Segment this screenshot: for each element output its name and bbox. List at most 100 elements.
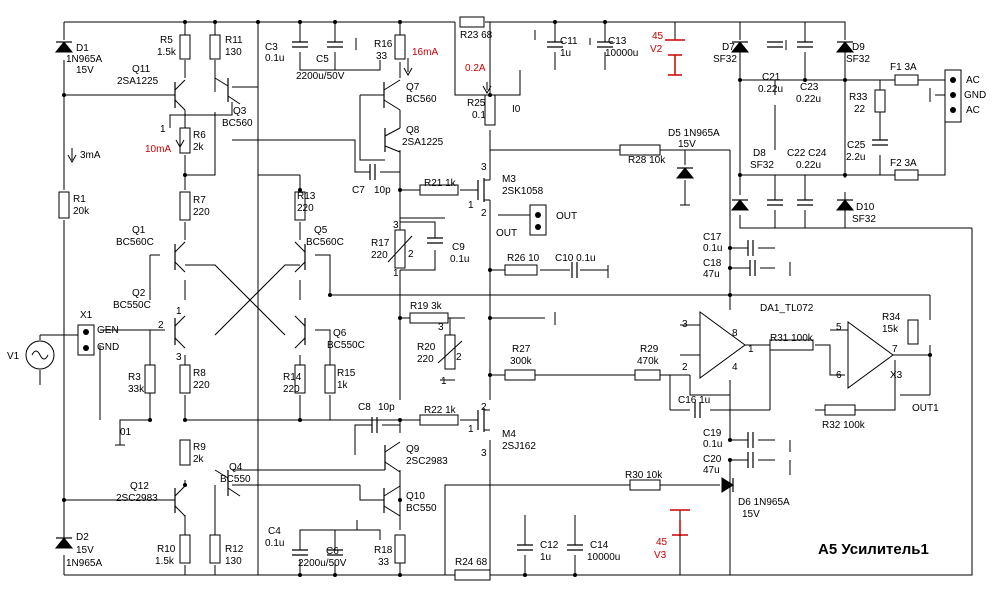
label-ac1: AC [966, 75, 980, 86]
pin-label: 1 [468, 424, 474, 435]
label-c8: C8 [358, 402, 371, 413]
label-r9-value: 2k [193, 454, 205, 465]
label-r19: R19 3k [410, 301, 443, 312]
connectors [25, 69, 962, 370]
label-q9: Q9 [406, 444, 420, 455]
label-r6: R6 [193, 130, 206, 141]
label-r28: R28 10k [628, 155, 666, 166]
label-r29-value: 470k [637, 356, 660, 367]
resistors [58, 16, 919, 581]
label-r29: R29 [640, 344, 659, 355]
label-r15-value: 1k [337, 380, 349, 391]
label-r18-value: 33 [378, 557, 390, 568]
label-q12: Q12 [130, 481, 149, 492]
label-v2-volt: 45 [652, 31, 664, 42]
label-q6-value: BC550C [327, 340, 365, 351]
label-c8-value: 10p [378, 402, 395, 413]
label-02a: 0.2A [465, 63, 486, 74]
label-r13: R13 [297, 191, 316, 202]
label-q10-value: BC550 [406, 503, 437, 514]
label-r16: R16 [374, 39, 393, 50]
label-c4-value: 0.1u [265, 538, 284, 549]
label-r27: R27 [512, 344, 531, 355]
label-q12-value: 2SC2983 [116, 493, 158, 504]
label-d9-value: SF32 [846, 54, 870, 65]
pin-label: 2 [481, 208, 487, 219]
label-m4: M4 [502, 429, 516, 440]
label-q5: Q5 [314, 225, 328, 236]
label-q4: Q4 [229, 462, 243, 473]
label-c14-value: 10000u [587, 552, 620, 563]
label-x3: X3 [890, 370, 903, 381]
pin-label: 1 [441, 376, 447, 387]
label-q8-value: 2SA1225 [402, 137, 444, 148]
label-c6: C6 [326, 546, 339, 557]
label-r31: R31 100k [770, 333, 814, 344]
label-d5-value: 15V [678, 139, 696, 150]
pin-label: 3 [176, 352, 182, 363]
label-r32: R32 100k [822, 420, 866, 431]
label-r10: R10 [157, 544, 176, 555]
label-r20: R20 [417, 342, 436, 353]
label-r34-value: 15k [882, 324, 899, 335]
label-ac2: AC [966, 105, 980, 116]
label-q10: Q10 [406, 491, 425, 502]
label-q11: Q11 [132, 64, 151, 75]
label-r5-value: 1.5k [157, 47, 177, 58]
label-c9: C9 [452, 242, 465, 253]
label-c12: C12 [540, 540, 559, 551]
label-16ma: 16mA [412, 47, 438, 58]
label-c14: C14 [590, 540, 609, 551]
pin-label: 2 [481, 402, 487, 413]
label-gnd: GND [964, 90, 986, 101]
transistors [174, 77, 490, 517]
label-d2-volt: 15V [76, 545, 94, 556]
label-da1: DA1_TL072 [760, 303, 814, 314]
pin-label: 2 [158, 320, 164, 331]
label-c3: C3 [265, 42, 278, 53]
label-r13-value: 220 [297, 203, 314, 214]
label-d7-value: SF32 [713, 54, 737, 65]
pin-label: 4 [732, 362, 738, 373]
label-c20: C20 [703, 454, 722, 465]
label-r14: R14 [283, 372, 302, 383]
label-c22-value: 0.22u [796, 160, 821, 171]
label-d2: D2 [76, 532, 89, 543]
label-r9: R9 [193, 442, 206, 453]
pin-label: 1 [176, 306, 182, 317]
label-r3: R3 [128, 372, 141, 383]
pin-label: 8 [732, 328, 738, 339]
label-m3: M3 [502, 174, 516, 185]
label-r16-value: 33 [376, 51, 388, 62]
label-d6: D6 1N965A [738, 497, 790, 508]
label-c7: C7 [352, 185, 365, 196]
pin-label: 7 [892, 344, 898, 355]
opamps [699, 311, 894, 389]
label-r3-value: 33k [128, 384, 145, 395]
pin-label: 3 [481, 162, 487, 173]
diodes [54, 41, 855, 549]
label-d6-value: 15V [742, 509, 760, 520]
label-v3: V3 [654, 550, 667, 561]
label-c5: C5 [316, 54, 329, 65]
label-r8: R8 [193, 368, 206, 379]
label-m4-value: 2SJ162 [502, 441, 536, 452]
label-node1: 1 [160, 124, 166, 135]
label-r33-value: 22 [854, 104, 866, 115]
label-c25: C25 [847, 140, 866, 151]
label-r11-value: 130 [225, 47, 242, 58]
label-r26: R26 10 [507, 253, 540, 264]
pin-label: 2 [408, 249, 414, 260]
label-c19-value: 0.1u [703, 439, 722, 450]
label-r22: R22 1k [424, 405, 457, 416]
label-d1: D1 [76, 43, 89, 54]
label-r27-value: 300k [510, 356, 533, 367]
label-c9-value: 0.1u [450, 254, 469, 265]
label-c5-value: 2200u/50V [296, 71, 345, 82]
label-q1: Q1 [132, 225, 146, 236]
label-10ma: 10mA [145, 144, 171, 155]
pin-label: 1 [468, 200, 474, 211]
label-node01: 01 [120, 427, 132, 438]
junction-dots [62, 20, 932, 577]
